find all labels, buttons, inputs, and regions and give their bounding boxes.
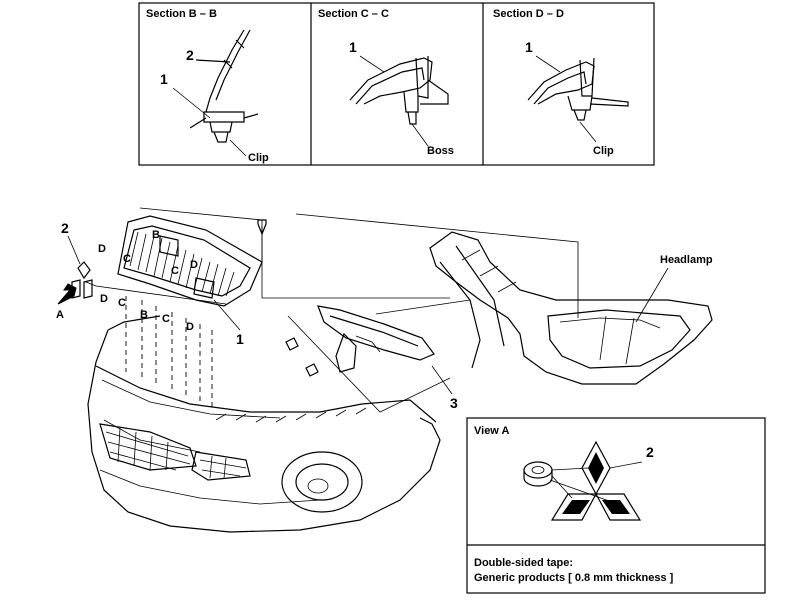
grille-slats <box>129 231 235 297</box>
section-d-drawing <box>527 55 629 143</box>
mark-b-upper: B <box>152 229 160 241</box>
section-b-drawing <box>172 29 259 157</box>
view-a-part-number: 2 <box>646 444 654 460</box>
section-d-part-1: 1 <box>525 39 533 55</box>
section-c-boss-label: Boss <box>427 145 454 157</box>
section-d-d: Section D – D 1 Clip <box>493 8 629 157</box>
view-a-inset: View A 2 Double-sided tape: Generic prod… <box>466 417 766 594</box>
bracket-part-number: 3 <box>450 395 458 411</box>
tape-note-line2: Generic products [ 0.8 mm thickness ] <box>474 572 674 584</box>
tape-note-line1: Double-sided tape: <box>474 557 573 569</box>
section-b-part-2: 2 <box>186 47 194 63</box>
mark-d-lower-left: D <box>100 293 108 305</box>
mark-b-lower: B <box>140 309 148 321</box>
section-d-title: Section D – D <box>493 8 564 20</box>
mark-d-lower-right: D <box>186 321 194 333</box>
fog-lamp-housing <box>281 451 363 513</box>
bumper-lower-mesh <box>105 427 191 471</box>
section-markers: B C D C D D C B C D <box>98 229 198 333</box>
mark-c-mid: C <box>171 265 179 277</box>
support-bracket <box>317 305 435 373</box>
section-b-part-1: 1 <box>160 71 168 87</box>
front-bumper <box>87 315 441 533</box>
section-panel <box>138 2 655 166</box>
emblem-part: 2 A <box>56 220 93 321</box>
section-c-part-1: 1 <box>349 39 357 55</box>
section-b-title: Section B – B <box>146 8 217 20</box>
section-b-clip-label: Clip <box>248 152 269 164</box>
mark-d-upper-left: D <box>98 243 106 255</box>
headlamp-label: Headlamp <box>660 254 713 266</box>
view-a-arrow-label: A <box>56 309 64 321</box>
mark-c-lower-right: C <box>162 313 170 325</box>
headlamp-assembly: Headlamp <box>429 231 713 385</box>
mark-d-mid: D <box>190 259 198 271</box>
grille-part-number: 1 <box>236 331 244 347</box>
radiator-grille <box>117 215 263 307</box>
mark-c-upper: C <box>123 253 131 265</box>
section-c-drawing <box>349 55 449 147</box>
section-b-b: Section B – B 2 1 Clip <box>146 8 269 164</box>
view-a-arrow-icon <box>57 283 77 305</box>
mitsubishi-emblem-icon <box>550 440 642 521</box>
alignment-lines <box>85 207 579 413</box>
section-c-title: Section C – C <box>318 8 389 20</box>
section-c-c: Section C – C 1 Boss <box>318 8 454 157</box>
section-d-clip-label: Clip <box>593 145 614 157</box>
mark-c-lower-left: C <box>118 297 126 309</box>
screws <box>257 219 319 377</box>
emblem-part-number: 2 <box>61 220 69 236</box>
view-a-title: View A <box>474 425 510 437</box>
